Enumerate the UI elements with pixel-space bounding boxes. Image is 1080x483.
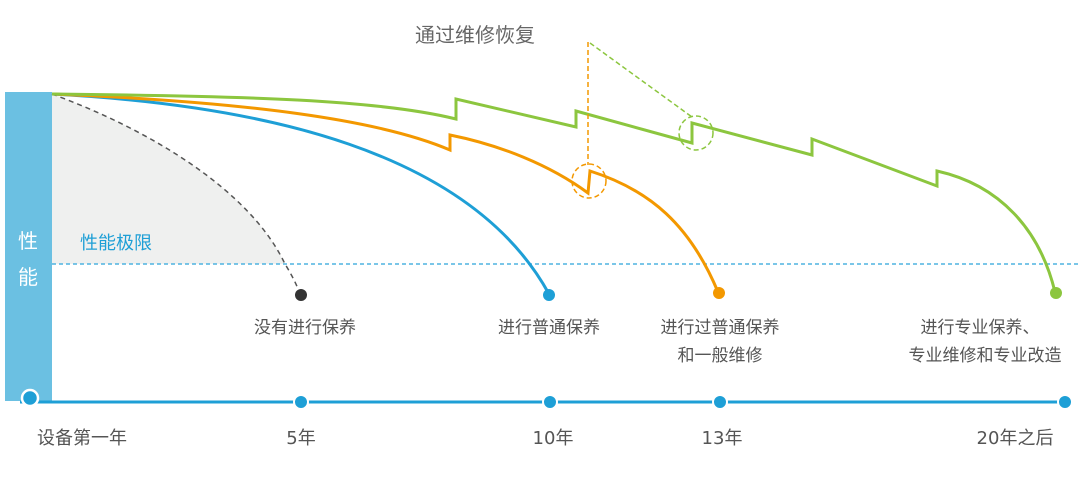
green-pointer (589, 42, 693, 118)
curve-normal-plus-repair (51, 92, 720, 293)
label-repair-2: 和一般维修 (678, 346, 763, 366)
shaded-area (52, 94, 285, 264)
timeline-dot-13 (712, 394, 728, 410)
label-repair-1: 进行过普通保养 (661, 318, 780, 338)
curve-professional (51, 92, 1057, 293)
label-professional-2: 专业维修和专业改造 (909, 346, 1062, 366)
label-professional-1: 进行专业保养、 (921, 318, 1040, 338)
end-dot-repair (713, 287, 725, 299)
performance-bar (5, 92, 52, 401)
y-label-2: 能 (18, 265, 38, 289)
timeline-label-20: 20年之后 (977, 428, 1054, 449)
orange-highlight (571, 163, 607, 199)
timeline-label-10: 10年 (533, 428, 574, 449)
timeline-dot-start (20, 388, 40, 408)
timeline-label-13: 13年 (702, 428, 743, 449)
timeline-label-start: 设备第一年 (37, 428, 127, 449)
timeline-dot-10 (542, 394, 558, 410)
timeline-dot-5 (293, 394, 309, 410)
end-dot-professional (1050, 287, 1062, 299)
end-dot-no-maintenance (295, 289, 307, 301)
label-no-maintenance: 没有进行保养 (254, 318, 356, 338)
title: 通过维修恢复 (415, 23, 535, 47)
label-normal: 进行普通保养 (498, 318, 600, 338)
green-highlight (678, 115, 714, 151)
curve-no-maintenance (51, 93, 301, 295)
end-dot-normal (543, 289, 555, 301)
timeline-dot-20 (1057, 394, 1073, 410)
curve-normal-maintenance (51, 92, 551, 295)
timeline-label-5: 5年 (286, 428, 315, 449)
y-label-1: 性 (18, 229, 38, 253)
limit-label: 性能极限 (80, 233, 152, 254)
